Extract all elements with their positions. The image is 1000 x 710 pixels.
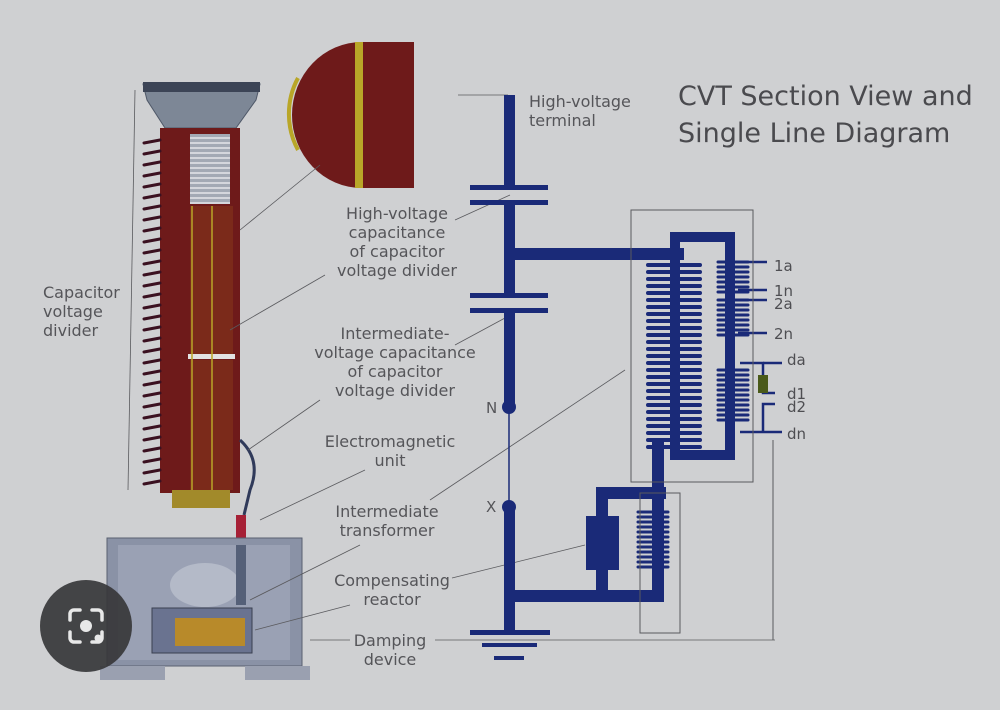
label-compensating-reactor: Compensating reactor [334, 571, 450, 609]
tap-d1: d1 [787, 385, 807, 403]
hv-capacitor-plate-bottom [470, 200, 548, 205]
label-capacitor-voltage-divider: Capacitor voltage divider [43, 283, 120, 340]
tap-line [504, 248, 684, 260]
tap-d2: d2 [787, 398, 807, 416]
shed [142, 292, 162, 299]
cap-rim [143, 82, 260, 92]
hv-terminal-line [504, 95, 515, 187]
shed [142, 182, 162, 189]
label-hv-capacitance: High-voltage capacitance of capacitor vo… [337, 204, 457, 280]
shed [142, 391, 162, 398]
ground-line-3 [494, 656, 524, 660]
hv-capacitor-plate-top [470, 185, 548, 190]
tap-1a: 1a [774, 257, 793, 275]
diagram-title: CVT Section View and Single Line Diagram [678, 81, 973, 149]
tap-1n: 1n [774, 282, 794, 300]
ground-line-2 [482, 643, 537, 647]
shed [142, 468, 162, 475]
shed [142, 369, 162, 376]
single-line-diagram [470, 95, 782, 660]
compensating-reactor [586, 516, 619, 570]
iv-capacitor-plate-bottom [470, 308, 548, 313]
shed [142, 413, 162, 420]
shed [142, 237, 162, 244]
shed [142, 149, 162, 156]
node-label-x: X [486, 498, 497, 516]
shed [142, 380, 162, 387]
shed [142, 325, 162, 332]
tap-da: da [787, 351, 806, 369]
label-intermediate-transformer: Intermediate transformer [335, 502, 439, 540]
shed [142, 446, 162, 453]
label-em-unit: Electromagnetic unit [324, 432, 456, 470]
shed [142, 171, 162, 178]
shed [142, 248, 162, 255]
shed [142, 204, 162, 211]
tap-dn: dn [787, 425, 807, 443]
bellows-lines [190, 137, 230, 204]
shed [142, 402, 162, 409]
leader-lines [127, 89, 775, 641]
google-lens-icon [68, 608, 104, 644]
label-iv-capacitance: Intermediate- voltage capacitance of cap… [314, 324, 476, 400]
cvt-section-view [100, 82, 310, 680]
primary-winding [646, 263, 702, 449]
node-label-n: N [486, 399, 498, 417]
outline-boxes [630, 209, 774, 640]
shed [142, 347, 162, 354]
shed [142, 303, 162, 310]
shed [142, 314, 162, 321]
shed [142, 435, 162, 442]
shed [142, 226, 162, 233]
iv-capacitor-plate-top [470, 293, 548, 298]
bushing [236, 515, 246, 543]
shed [142, 358, 162, 365]
node-n [502, 400, 516, 414]
shed [142, 479, 162, 486]
reactor-coil [636, 510, 670, 569]
shed [142, 160, 162, 167]
damping-resistor [758, 375, 768, 393]
tap-2n: 2n [774, 325, 794, 343]
shed [142, 281, 162, 288]
shed [142, 193, 162, 200]
shed [142, 457, 162, 464]
windings [175, 618, 245, 646]
hv-lead [238, 438, 256, 516]
shed [142, 215, 162, 222]
shed [142, 270, 162, 277]
insulator-sheds [142, 138, 162, 486]
tap-lead-d2-dn [740, 361, 782, 434]
shed [142, 424, 162, 431]
google-lens-button[interactable] [40, 580, 132, 672]
ground-line-1 [470, 630, 550, 635]
shed [142, 259, 162, 266]
label-damping-device: Damping device [353, 631, 427, 669]
capacitor-detail-inset [286, 42, 414, 188]
tap-2a: 2a [774, 295, 793, 313]
shed [142, 138, 162, 145]
shed [142, 336, 162, 343]
transformer-core-sld [670, 232, 735, 460]
bottom-flange [172, 490, 230, 508]
label-hv-terminal: High-voltage terminal [529, 92, 631, 130]
